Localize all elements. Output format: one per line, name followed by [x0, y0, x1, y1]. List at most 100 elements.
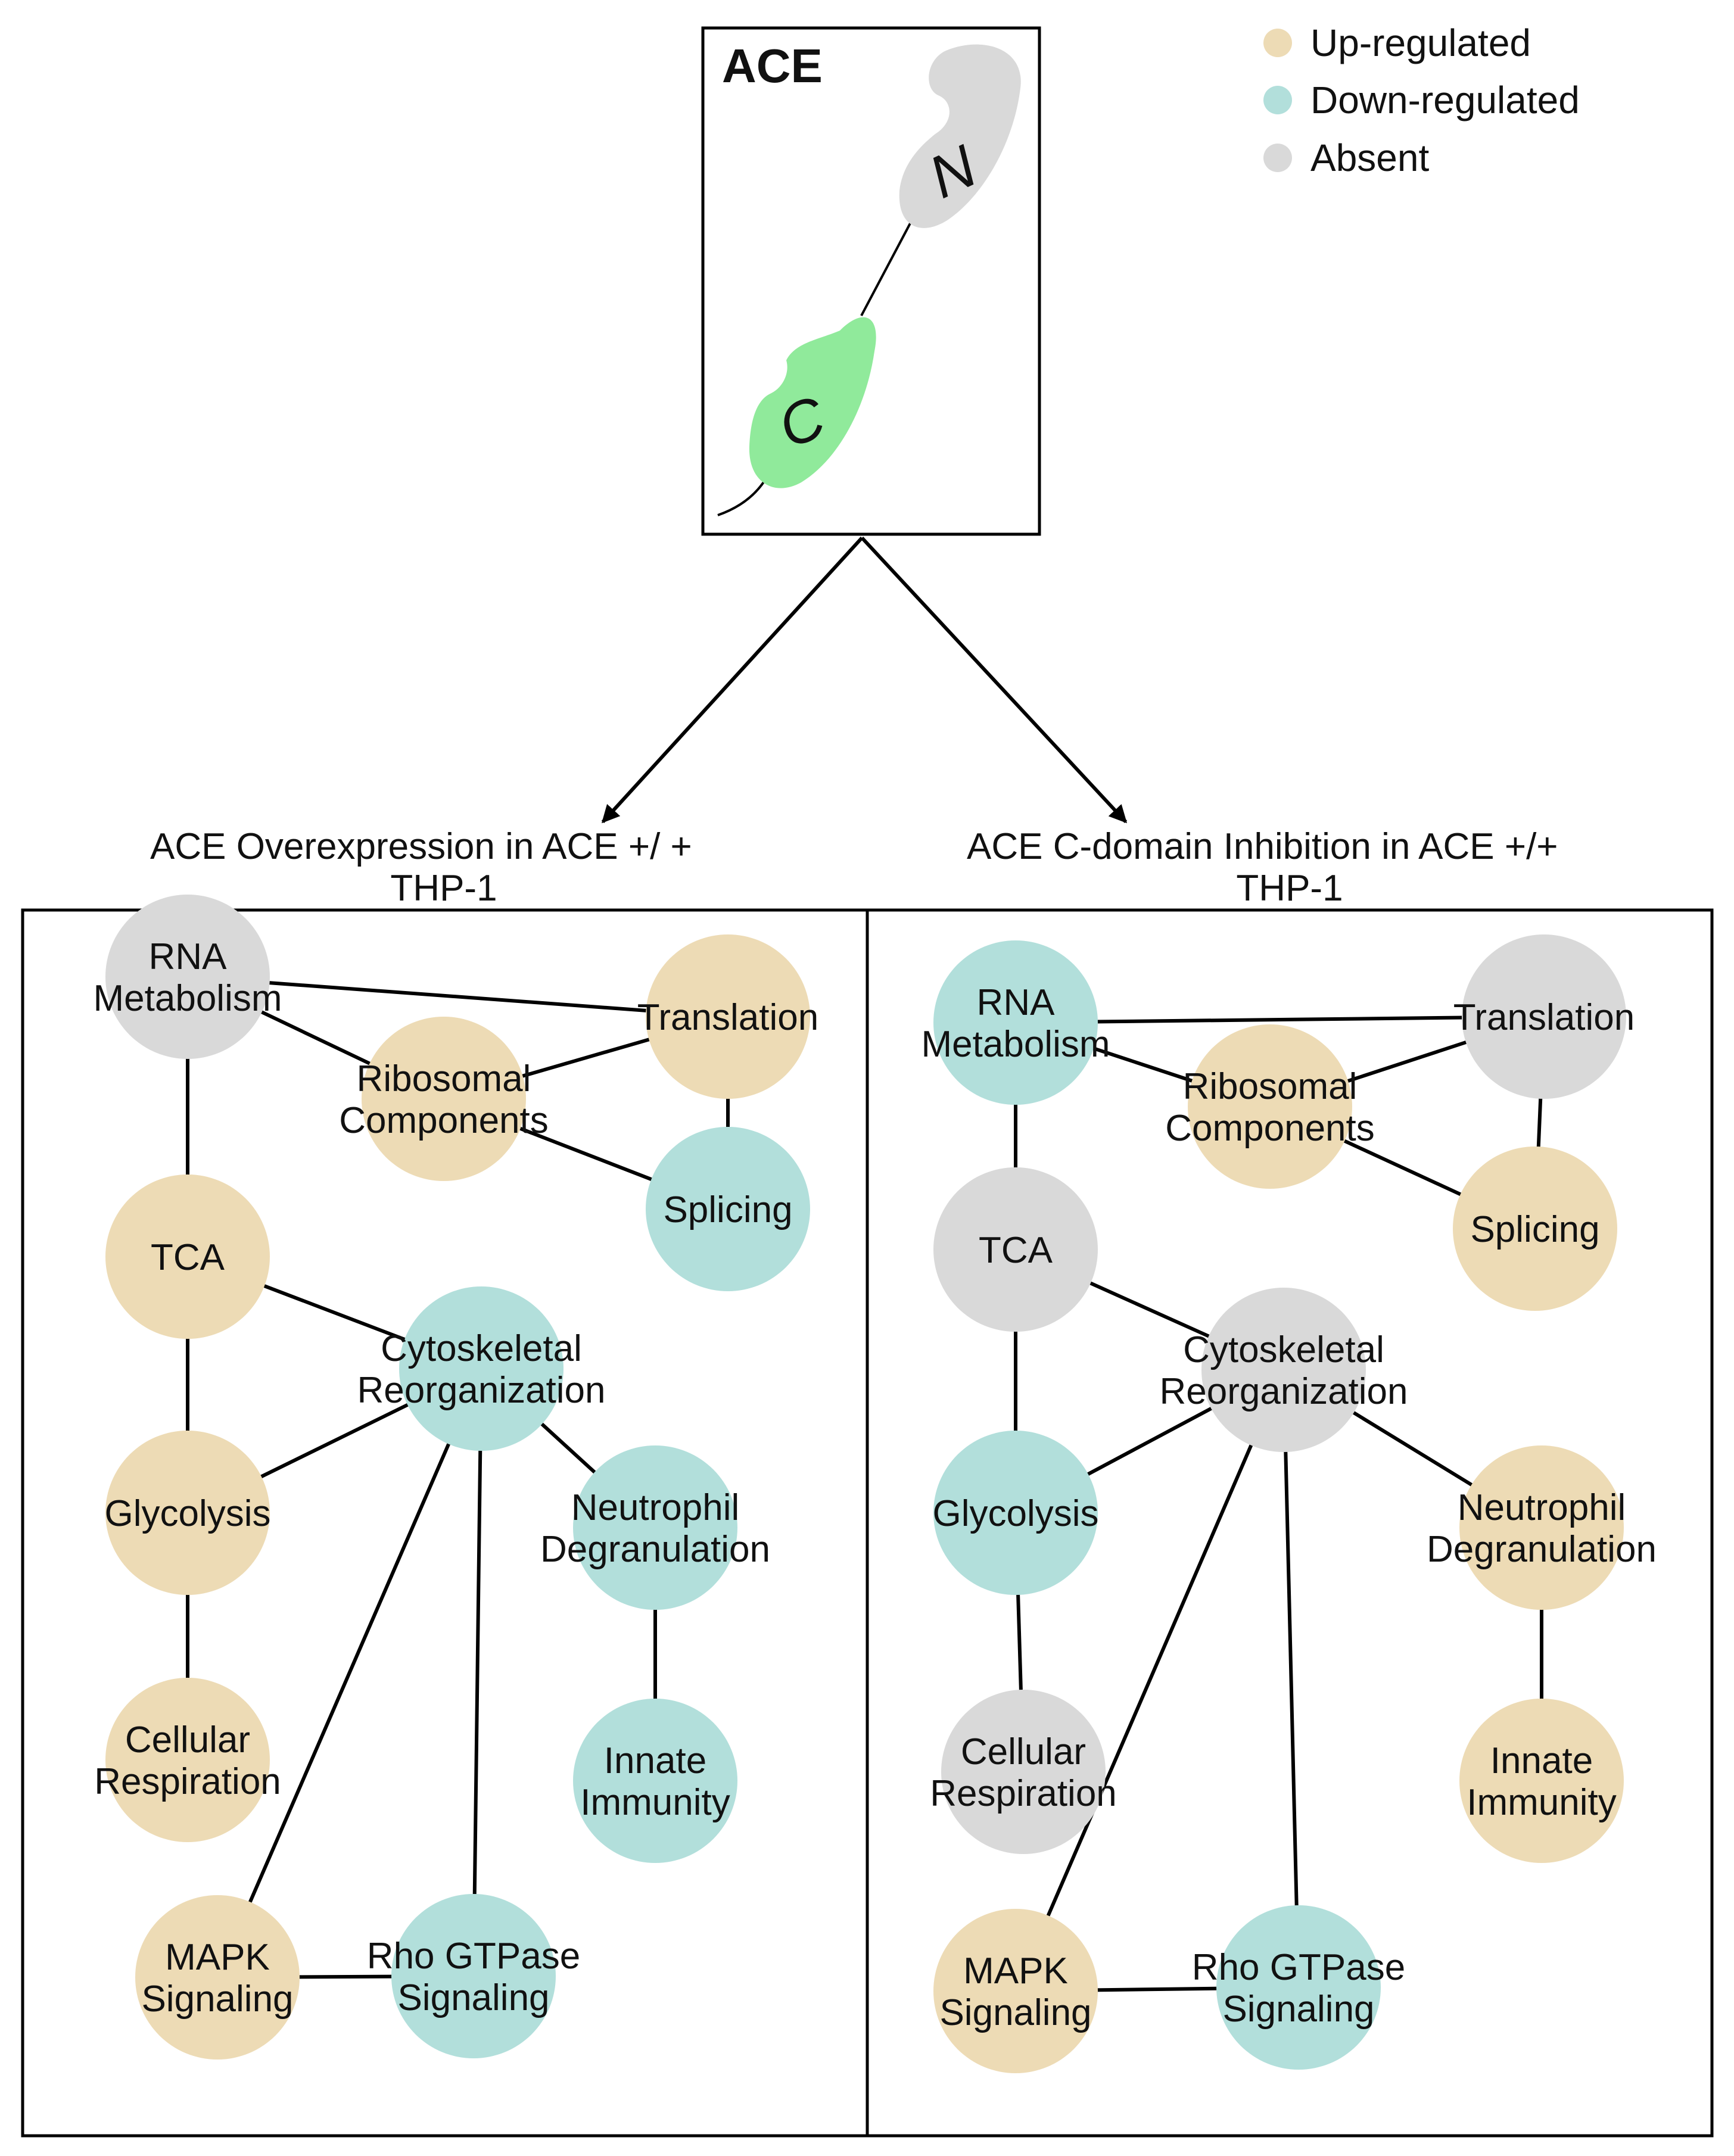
legend: Up-regulated Down-regulated Absent: [1263, 21, 1580, 179]
node-rho-label: Rho GTPase: [367, 1936, 580, 1977]
node-innate-circle: [1459, 1699, 1624, 1863]
node-rho-circle: [1216, 1905, 1381, 2070]
edge-cyto-mapk: [216, 1367, 483, 1979]
node-translation-circle: [1462, 934, 1626, 1099]
n-domain-shape: [899, 44, 1021, 228]
edge-cyto-rho: [1282, 1369, 1300, 1988]
node-mapk-label: MAPK: [165, 1937, 270, 1978]
legend-swatch-up: [1263, 29, 1292, 57]
node-cellular-label: Cellular: [125, 1719, 250, 1761]
c-domain-shape: [749, 317, 876, 488]
node-cyto-label: Cytoskeletal: [1183, 1329, 1384, 1370]
node-splicing-label: Splicing: [663, 1189, 792, 1230]
node-splicing: Splicing: [646, 1127, 810, 1291]
node-cellular-circle: [941, 1690, 1106, 1854]
edge-rna-translation: [187, 975, 729, 1018]
node-tca: TCA: [933, 1167, 1098, 1332]
node-cyto-circle: [399, 1286, 564, 1451]
node-translation: Translation: [1453, 934, 1635, 1099]
node-splicing-circle: [646, 1127, 810, 1291]
node-tca-circle: [105, 1174, 270, 1339]
arrow-to-overexpression: [601, 536, 864, 824]
node-rho-label: Signaling: [397, 1977, 549, 2018]
edge-cyto-rho: [472, 1368, 483, 1977]
node-ribosomal-label: Components: [1165, 1108, 1375, 1149]
node-innate-label: Innate: [1490, 1740, 1593, 1781]
node-rna-circle: [105, 895, 270, 1059]
edge-rna-translation: [1015, 1015, 1545, 1024]
legend-item-absent: Absent: [1263, 136, 1429, 179]
legend-label-up: Up-regulated: [1310, 21, 1531, 64]
node-ribosomal-label: Components: [339, 1100, 549, 1141]
node-ribosomal-circle: [1188, 1024, 1352, 1189]
node-neutrophil-circle: [573, 1445, 737, 1610]
node-ribosomal-circle: [362, 1017, 526, 1181]
node-glycolysis: Glycolysis: [104, 1431, 271, 1595]
legend-label-absent: Absent: [1310, 136, 1429, 179]
legend-label-down: Down-regulated: [1310, 79, 1580, 121]
panel-1-title-line1: ACE Overexpression in ACE +/ +: [150, 826, 692, 867]
legend-swatch-down: [1263, 86, 1292, 114]
node-cyto-label: Reorganization: [357, 1370, 605, 1411]
node-innate-label: Immunity: [580, 1782, 730, 1823]
node-mapk-label: Signaling: [141, 1979, 293, 2020]
legend-item-up: Up-regulated: [1263, 21, 1531, 64]
node-mapk-circle: [135, 1895, 300, 2060]
node-ribosomal-label: Ribosomal: [1183, 1066, 1358, 1107]
node-cellular-label: Respiration: [94, 1761, 281, 1802]
node-neutrophil-label: Neutrophil: [571, 1487, 740, 1528]
node-innate-label: Immunity: [1467, 1782, 1616, 1823]
panel-1-title-line2: THP-1: [390, 868, 497, 909]
ace-box-title: ACE: [722, 39, 823, 92]
node-glycolysis-label: Glycolysis: [104, 1493, 270, 1534]
node-tca-label: TCA: [979, 1230, 1053, 1271]
node-splicing: Splicing: [1453, 1146, 1617, 1311]
node-translation: Translation: [637, 934, 818, 1099]
edge-cyto-mapk: [1014, 1369, 1285, 1992]
node-glycolysis-circle: [105, 1431, 270, 1595]
legend-swatch-absent: [1263, 144, 1292, 172]
node-tca-label: TCA: [151, 1237, 225, 1278]
node-neutrophil-circle: [1459, 1445, 1624, 1610]
node-innate-label: Innate: [604, 1740, 706, 1781]
node-tca: TCA: [105, 1174, 270, 1339]
node-translation-label: Translation: [637, 997, 818, 1038]
node-tca-circle: [933, 1167, 1098, 1332]
ace-structure-box: ACE N C: [701, 26, 1041, 536]
node-rna-label: RNA: [149, 936, 228, 977]
node-glycolysis-circle: [933, 1431, 1098, 1595]
node-rna-label: Metabolism: [94, 978, 282, 1019]
node-neutrophil-label: Degranulation: [540, 1529, 770, 1570]
node-splicing-circle: [1453, 1146, 1617, 1311]
panel-2-frame: [866, 908, 1714, 2138]
node-glycolysis: Glycolysis: [932, 1431, 1099, 1595]
node-cellular-label: Respiration: [930, 1773, 1117, 1814]
node-cellular-circle: [105, 1678, 270, 1842]
node-rna-label: Metabolism: [922, 1024, 1110, 1065]
node-mapk-circle: [933, 1909, 1098, 2073]
node-mapk-label: MAPK: [963, 1951, 1068, 1992]
panel-2-title-line1: ACE C-domain Inhibition in ACE +/+: [967, 826, 1558, 867]
node-cyto-label: Reorganization: [1159, 1371, 1408, 1412]
arrow-to-inhibition: [860, 536, 1128, 824]
node-splicing-label: Splicing: [1470, 1209, 1599, 1250]
node-cyto-label: Cytoskeletal: [381, 1328, 582, 1369]
node-cyto-circle: [1201, 1288, 1366, 1452]
panel-2-title-line2: THP-1: [1236, 868, 1343, 909]
node-rna-label: RNA: [977, 982, 1056, 1023]
